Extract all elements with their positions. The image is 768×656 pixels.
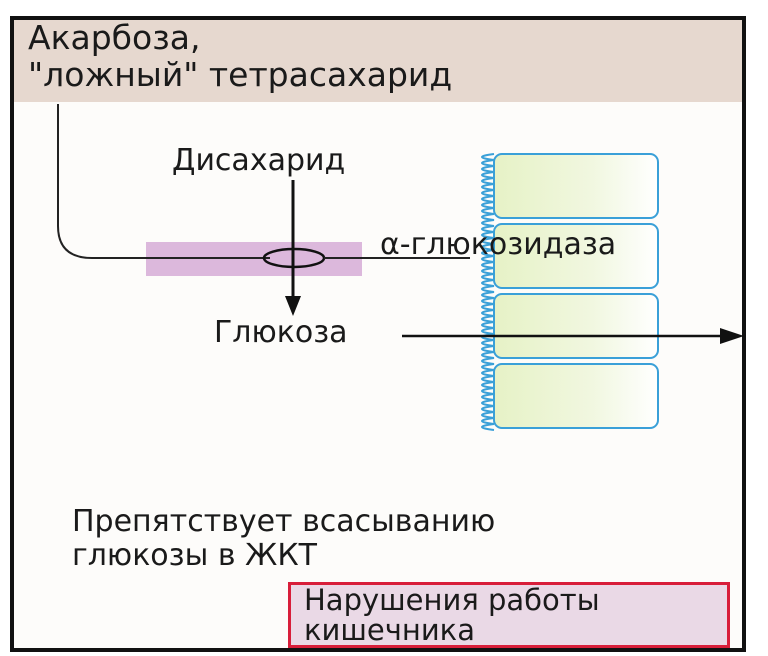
drug-title-line1: Акарбоза, [28, 18, 201, 57]
drug-title-line2: "ложный" тетрасахарид [28, 54, 453, 94]
epithelial-cell [493, 293, 659, 359]
header-band [14, 20, 742, 102]
label-glucose: Глюкоза [214, 315, 348, 350]
effect-text: Препятствует всасыванию глюкозы в ЖКТ [72, 505, 495, 572]
acarbose-binding-line [57, 104, 270, 259]
side-effect-text: Нарушения работы кишечника [304, 585, 600, 646]
effect-line2: глюкозы в ЖКТ [72, 537, 317, 573]
label-disaccharide: Дисахарид [172, 143, 346, 178]
epithelial-cell [493, 153, 659, 219]
digestion-arrow-head [285, 296, 301, 316]
side-effect-line2: кишечника [304, 613, 475, 648]
brush-border [481, 153, 495, 431]
epithelial-cell [493, 363, 659, 429]
side-effect-box [288, 582, 730, 648]
epithelial-cells [481, 153, 659, 431]
absorption-arrow-head [720, 328, 744, 344]
drug-title: Акарбоза, "ложный" тетрасахарид [28, 18, 453, 94]
effect-line1: Препятствует всасыванию [72, 504, 496, 539]
side-effect-line1: Нарушения работы [304, 583, 600, 617]
label-enzyme: α-глюкозидаза [380, 227, 617, 262]
